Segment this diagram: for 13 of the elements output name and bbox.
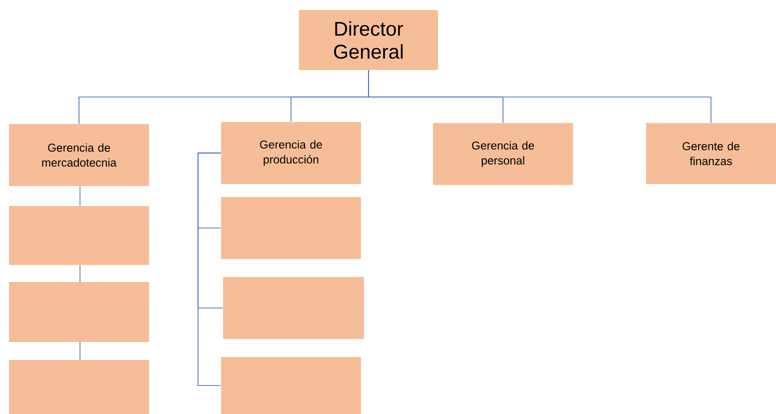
connector-line	[198, 152, 222, 386]
department-box: Gerente de finanzas	[646, 123, 776, 184]
empty-box	[9, 206, 149, 265]
department-box: Gerencia de mercadotecnia	[9, 124, 149, 186]
connector-line	[368, 70, 712, 124]
empty-box	[9, 282, 149, 342]
empty-box	[221, 357, 361, 414]
empty-box	[223, 277, 364, 339]
department-box: Gerencia de personal	[433, 123, 573, 185]
empty-box	[9, 360, 149, 414]
department-box: Gerencia de producción	[221, 122, 361, 184]
title-box: Director General	[299, 10, 438, 70]
empty-box	[221, 197, 361, 259]
